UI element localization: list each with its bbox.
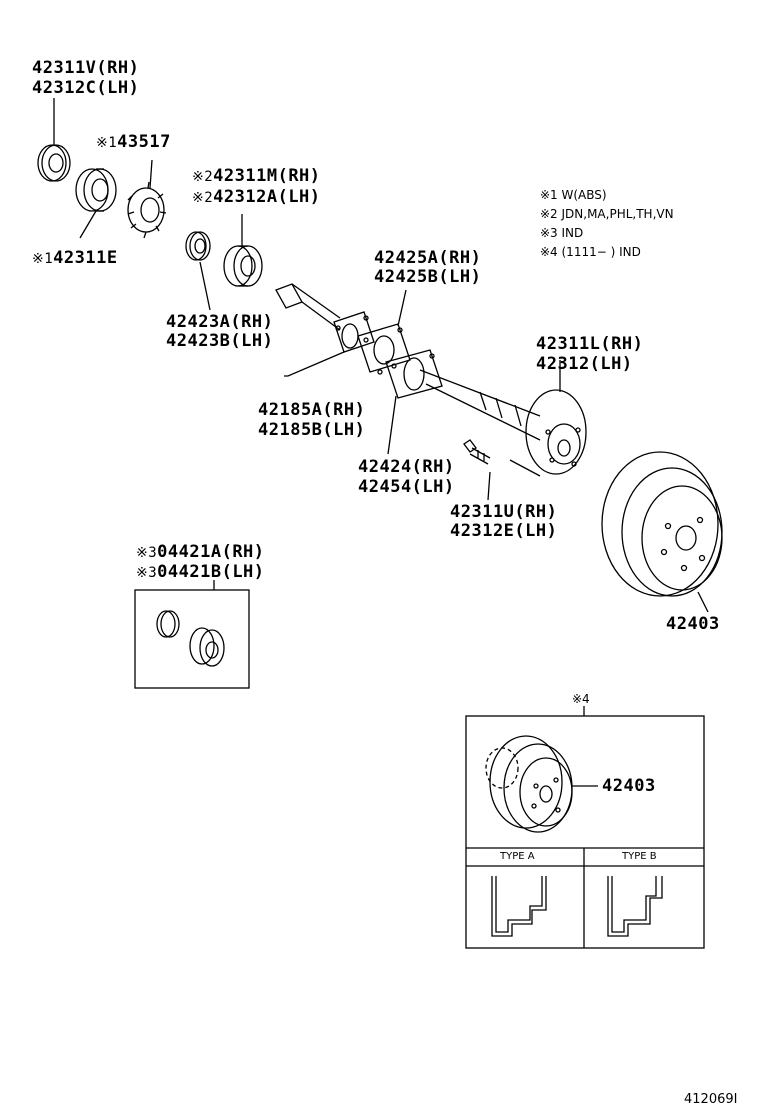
retainer-label-lh: 42425B(LH) [374, 267, 482, 287]
gear-mark: ※1 [96, 135, 118, 151]
note-1: ※1 W(ABS) [540, 188, 607, 202]
kit-mark-rh: ※3 [136, 545, 158, 561]
oil-seal-label-rh: 42311V(RH) [32, 58, 140, 78]
bearing-e-part [75, 168, 117, 239]
seal-a-label-rh: 42423A(RH) [166, 312, 274, 332]
bearing-m-number-rh: 42311M(RH) [213, 166, 321, 186]
seal-a-part [185, 231, 211, 311]
kit-label-lh: ※304421B(LH) [136, 562, 265, 583]
kit-box [134, 580, 250, 689]
note-2: ※2 JDN,MA,PHL,TH,VN [540, 207, 674, 221]
bearing-e-label: ※142311E [32, 248, 118, 269]
retainer-part [357, 289, 411, 375]
inset-drum-label: 42403 [602, 776, 656, 796]
bolt-label-lh: 42312E(LH) [450, 521, 558, 541]
type-a-label: TYPE A [500, 851, 535, 862]
plate-part [385, 349, 443, 455]
note-3: ※3 IND [540, 226, 584, 240]
inset-box [465, 706, 705, 949]
plate-label-lh: 42454(LH) [358, 477, 455, 497]
bolt-part [463, 439, 491, 501]
bearing-m-label-lh: ※242312A(LH) [192, 187, 321, 208]
axle-shaft-part [275, 283, 587, 477]
shaft-label-lh: 42312(LH) [536, 354, 633, 374]
oil-seal-label-lh: 42312C(LH) [32, 78, 140, 98]
seal-a-label-lh: 42423B(LH) [166, 331, 274, 351]
note-4: ※4 (1111− ) IND [540, 245, 641, 259]
bearing-e-number: 42311E [53, 248, 118, 268]
type-b-label: TYPE B [622, 851, 657, 862]
brake-drum-part [601, 451, 723, 613]
shaft-label-rh: 42311L(RH) [536, 334, 644, 354]
inset-mark: ※4 [572, 692, 590, 706]
gear-part [127, 159, 167, 239]
kit-label-rh: ※304421A(RH) [136, 542, 265, 563]
bearing-m-number-lh: 42312A(LH) [213, 187, 321, 207]
gasket-label-rh: 42185A(RH) [258, 400, 366, 420]
kit-number-lh: 04421B(LH) [157, 562, 265, 582]
drum-label: 42403 [666, 614, 720, 634]
retainer-label-rh: 42425A(RH) [374, 248, 482, 268]
gear-number: 43517 [117, 132, 171, 152]
bearing-e-mark: ※1 [32, 251, 54, 267]
plate-label-rh: 42424(RH) [358, 457, 455, 477]
kit-mark-lh: ※3 [136, 565, 158, 581]
bearing-m-mark-rh: ※2 [192, 169, 214, 185]
kit-number-rh: 04421A(RH) [157, 542, 265, 562]
bearing-m-label-rh: ※242311M(RH) [192, 166, 321, 187]
gear-label: ※143517 [96, 132, 171, 153]
figure-id: 412069I [684, 1092, 738, 1107]
bolt-label-rh: 42311U(RH) [450, 502, 558, 522]
gasket-label-lh: 42185B(LH) [258, 420, 366, 440]
oil-seal-part [37, 98, 71, 182]
bearing-m-part [223, 214, 263, 287]
bearing-m-mark-lh: ※2 [192, 190, 214, 206]
